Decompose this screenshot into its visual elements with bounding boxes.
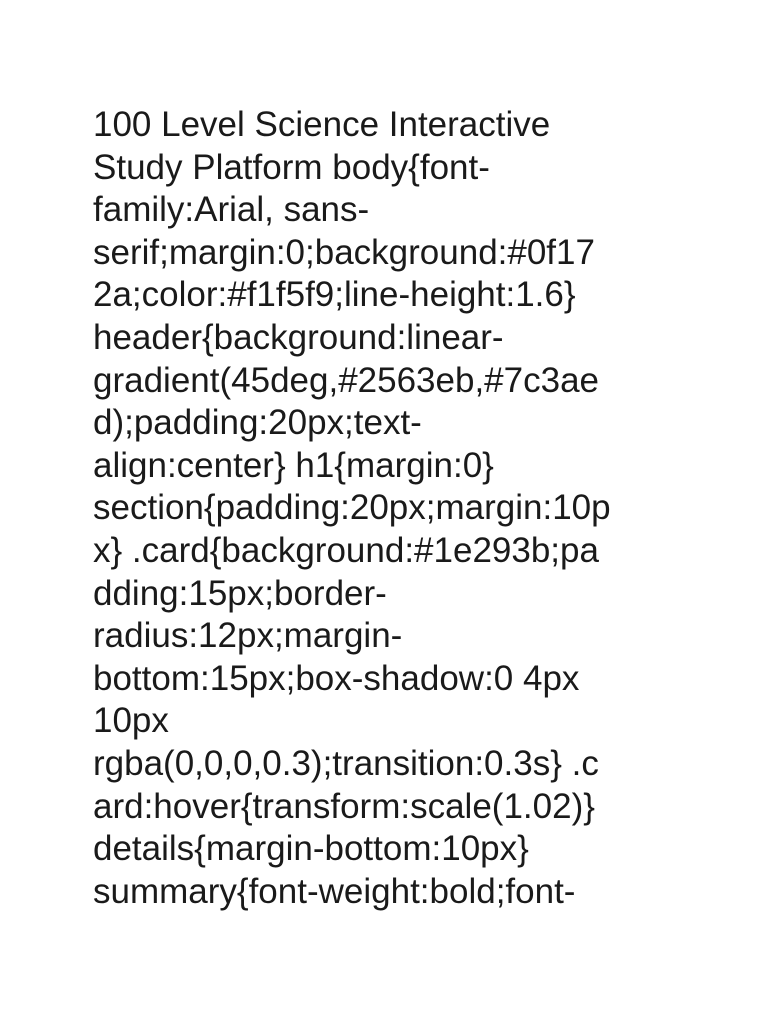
text-line: summary{font-weight:bold;font-: [93, 871, 576, 911]
text-line: radius:12px;margin-: [93, 616, 403, 656]
text-line: 2a;color:#f1f5f9;line-height:1.6}: [93, 275, 576, 315]
text-line: 100 Level Science Interactive: [93, 105, 551, 144]
text-line: bottom:15px;box-shadow:0 4px: [93, 658, 580, 698]
text-line: dding:15px;border-: [93, 573, 387, 613]
text-line: 10px: [93, 701, 169, 741]
text-line: ard:hover{transform:scale(1.02)}: [93, 786, 595, 826]
text-line: align:center} h1{margin:0}: [93, 445, 494, 485]
text-line: serif;margin:0;background:#0f17: [93, 232, 595, 272]
text-line: details{margin-bottom:10px}: [93, 829, 529, 869]
text-line: gradient(45deg,#2563eb,#7c3ae: [93, 360, 599, 400]
text-line: family:Arial, sans-: [93, 190, 370, 230]
text-line: d);padding:20px;text-: [93, 403, 422, 443]
text-line: section{padding:20px;margin:10p: [93, 488, 611, 528]
text-line: x} .card{background:#1e293b;pa: [93, 530, 599, 570]
document-text: 100 Level Science Interactive Study Plat…: [93, 104, 683, 913]
text-line: rgba(0,0,0,0.3);transition:0.3s} .c: [93, 743, 599, 783]
text-line: header{background:linear-: [93, 317, 504, 357]
text-line: Study Platform body{font-: [93, 147, 490, 187]
